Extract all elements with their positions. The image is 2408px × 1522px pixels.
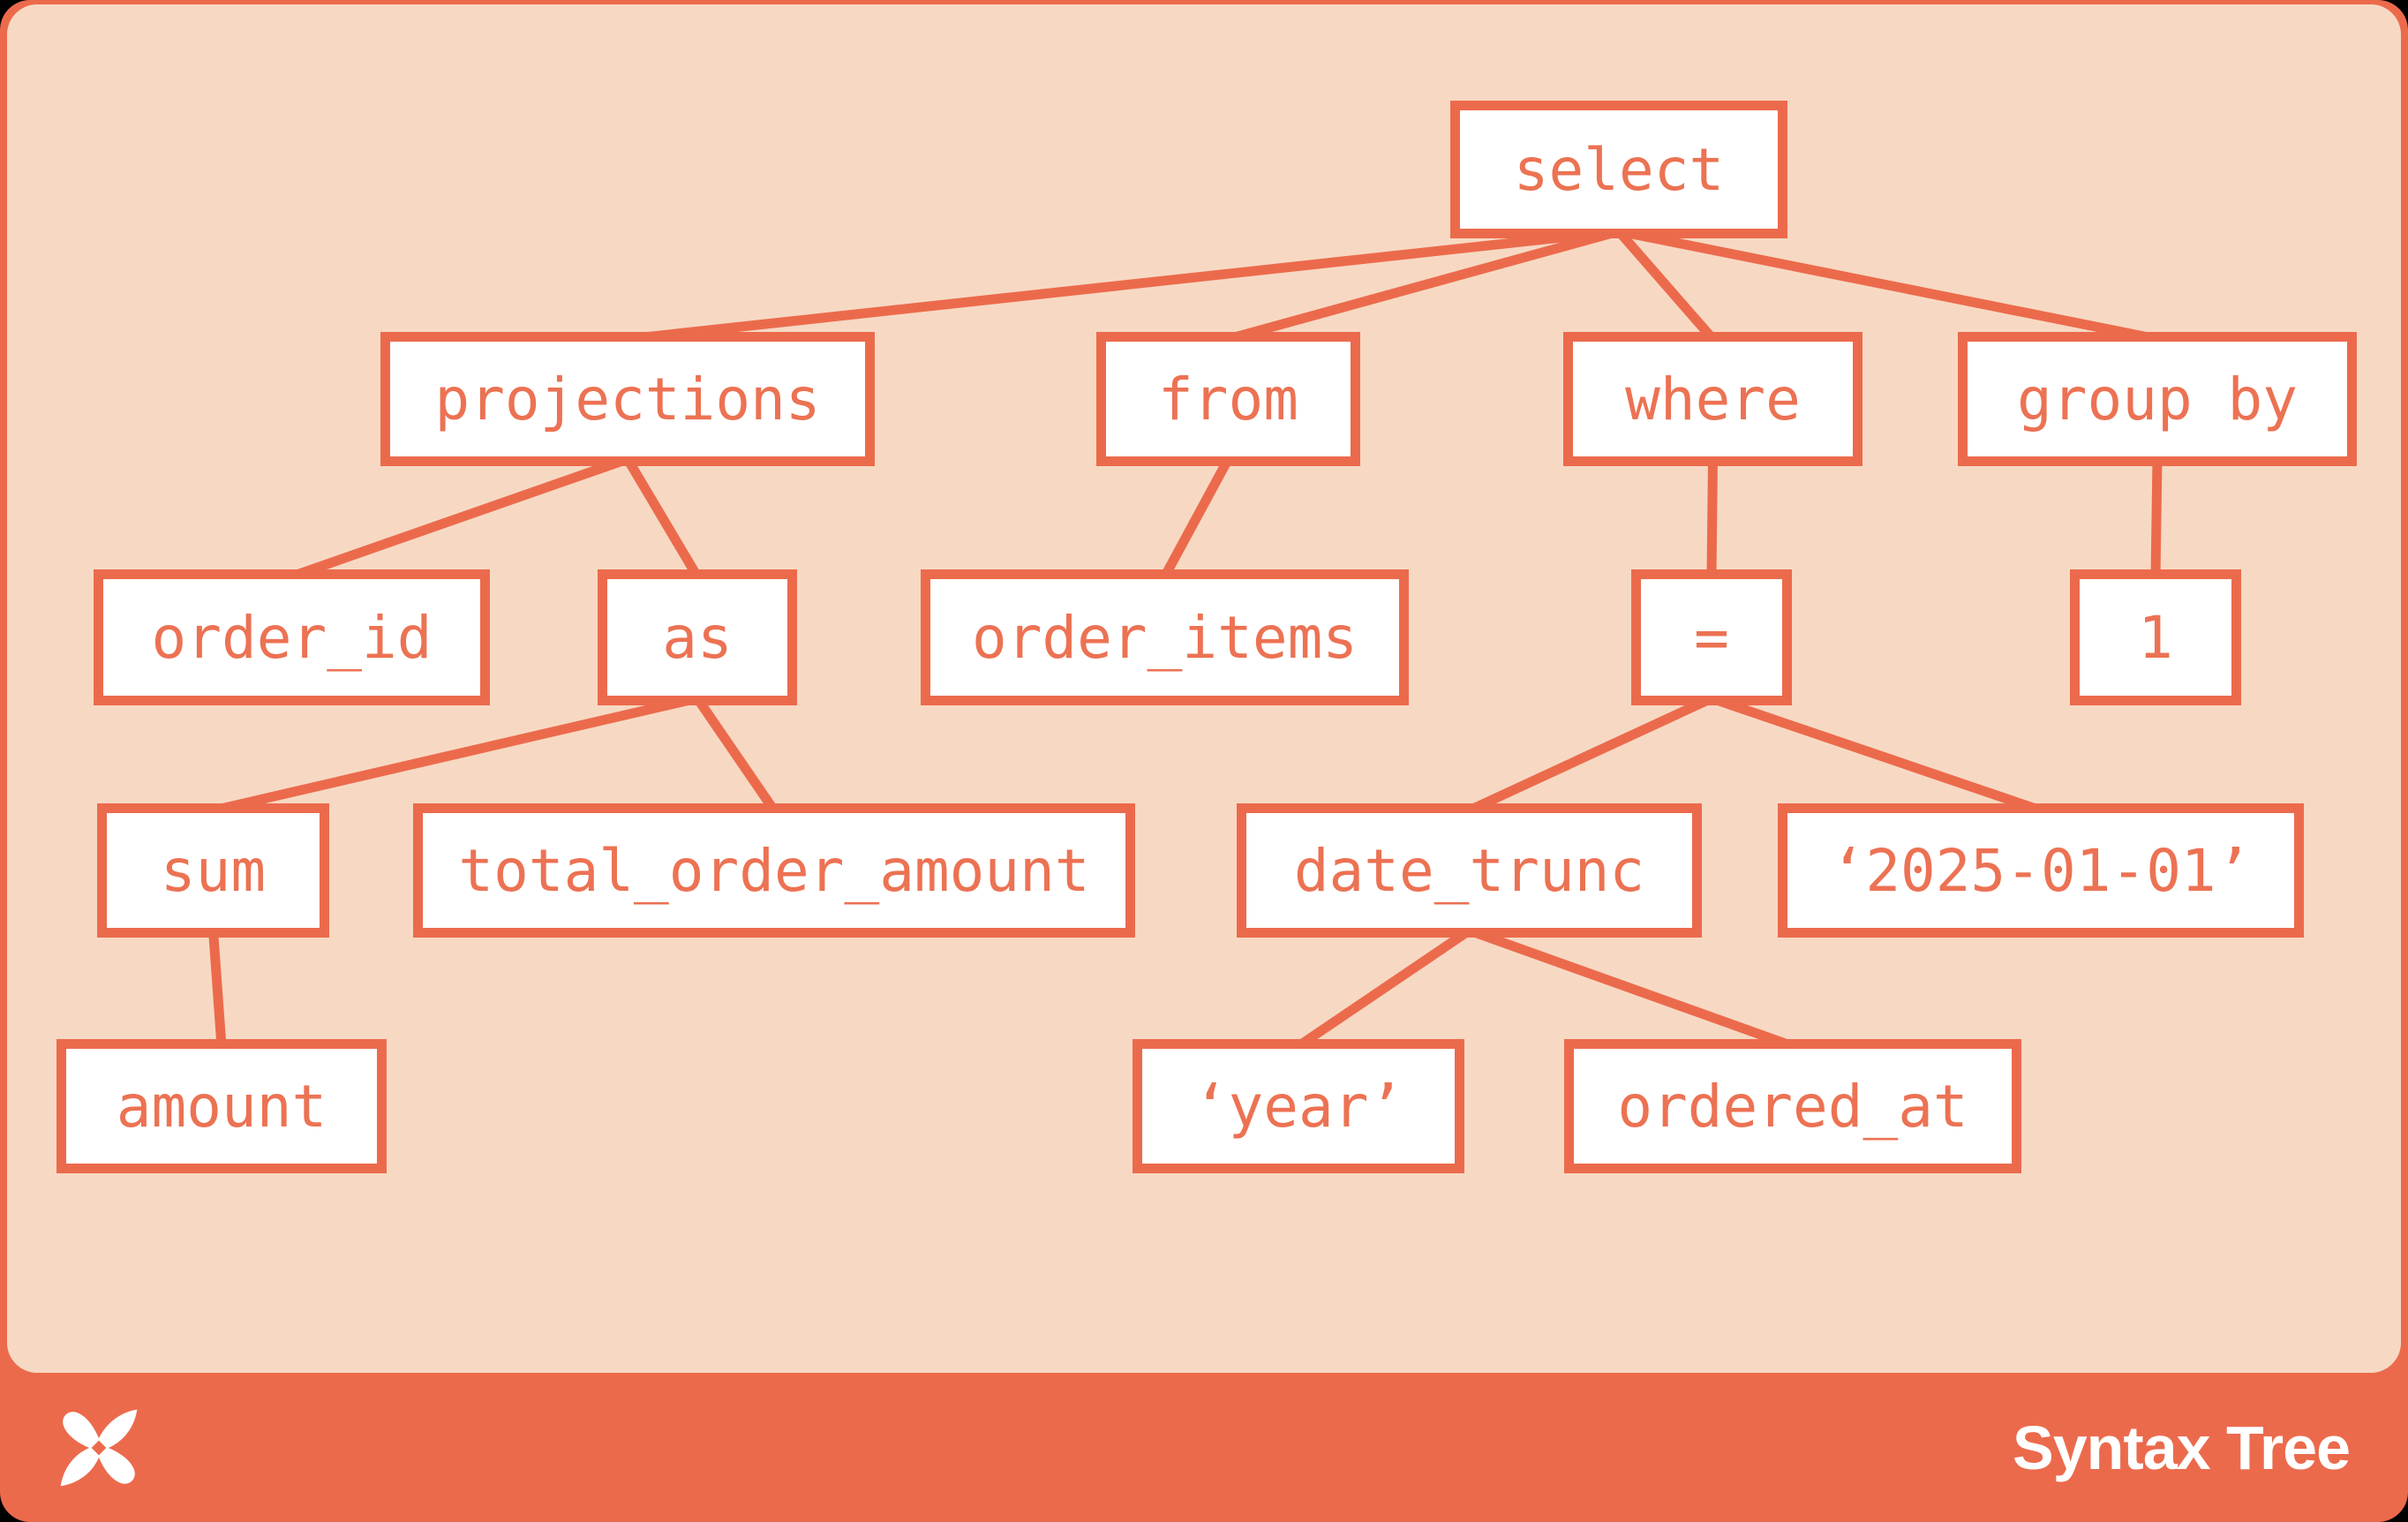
footer-bar: Syntax Tree: [0, 1373, 2408, 1522]
tree-node-sum: sum: [97, 803, 329, 938]
tree-node-as: as: [598, 569, 797, 705]
tree-node-date_trunc: date_trunc: [1237, 803, 1702, 938]
tree-node-order_items: order_items: [921, 569, 1409, 705]
tree-node-amount: amount: [56, 1039, 387, 1173]
tree-node-one: 1: [2070, 569, 2241, 705]
tree-node-total_order_amount: total_order_amount: [413, 803, 1135, 938]
footer-title: Syntax Tree: [2013, 1413, 2351, 1482]
tree-node-select: select: [1450, 101, 1787, 238]
tree-node-from: from: [1096, 332, 1360, 466]
tree-node-date_literal: ‘2025-01-01’: [1778, 803, 2304, 938]
tree-node-group_by: group by: [1958, 332, 2357, 466]
tree-node-projections: projections: [380, 332, 875, 466]
tree-node-order_id: order_id: [94, 569, 490, 705]
dbt-logo-icon: [60, 1409, 138, 1486]
tree-node-year_literal: ‘year’: [1133, 1039, 1464, 1173]
tree-node-where: where: [1563, 332, 1862, 466]
tree-node-eq: =: [1631, 569, 1792, 705]
tree-node-ordered_at: ordered_at: [1564, 1039, 2021, 1173]
